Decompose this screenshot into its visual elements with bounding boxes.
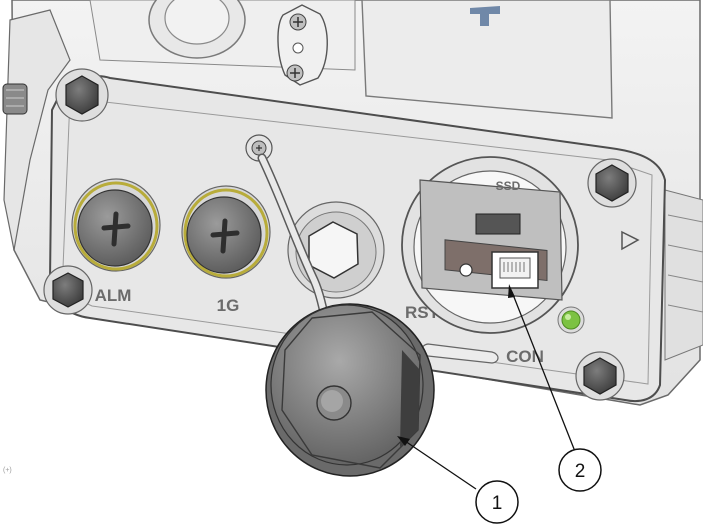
bolt-bottom-right-icon (575, 351, 625, 401)
dust-cap (265, 303, 435, 477)
corner-bolts (43, 68, 640, 401)
1g-port-plug: 1G (181, 185, 271, 315)
bolt-bottom-left-icon (43, 265, 93, 315)
bolt-top-right-icon (587, 158, 637, 208)
alm-plug-cross-icon (101, 211, 131, 247)
label-ssd: SSD (496, 179, 521, 193)
console-screw-icon (459, 263, 473, 277)
label-plate (361, 0, 613, 119)
1g-plug-cross-icon (210, 218, 240, 254)
console-port-opening: SSD CON (401, 156, 585, 366)
corner-mark: (+) (3, 467, 12, 474)
bolt-top-left-icon (55, 68, 109, 122)
dust-cap-hex-icon (281, 311, 421, 469)
side-connector-icon (2, 83, 28, 115)
ssd-latch (475, 213, 521, 235)
console-recess (419, 179, 563, 301)
rst-nut-icon (308, 221, 359, 279)
upper-housing-details (89, 0, 613, 119)
label-alm: ALM (95, 286, 132, 305)
callout-1-number: 1 (492, 493, 503, 514)
alm-port-plug: ALM (71, 178, 161, 305)
brand-logo-icon (470, 6, 500, 26)
callout-2-number: 2 (575, 461, 586, 482)
callout-leaders (397, 284, 577, 490)
label-1g: 1G (217, 296, 240, 315)
callout-1: 1 (475, 480, 519, 524)
status-led-icon (561, 310, 581, 330)
arrow-marker-icon (621, 230, 640, 251)
label-con: CON (506, 347, 544, 366)
callout-2: 2 (558, 448, 602, 492)
